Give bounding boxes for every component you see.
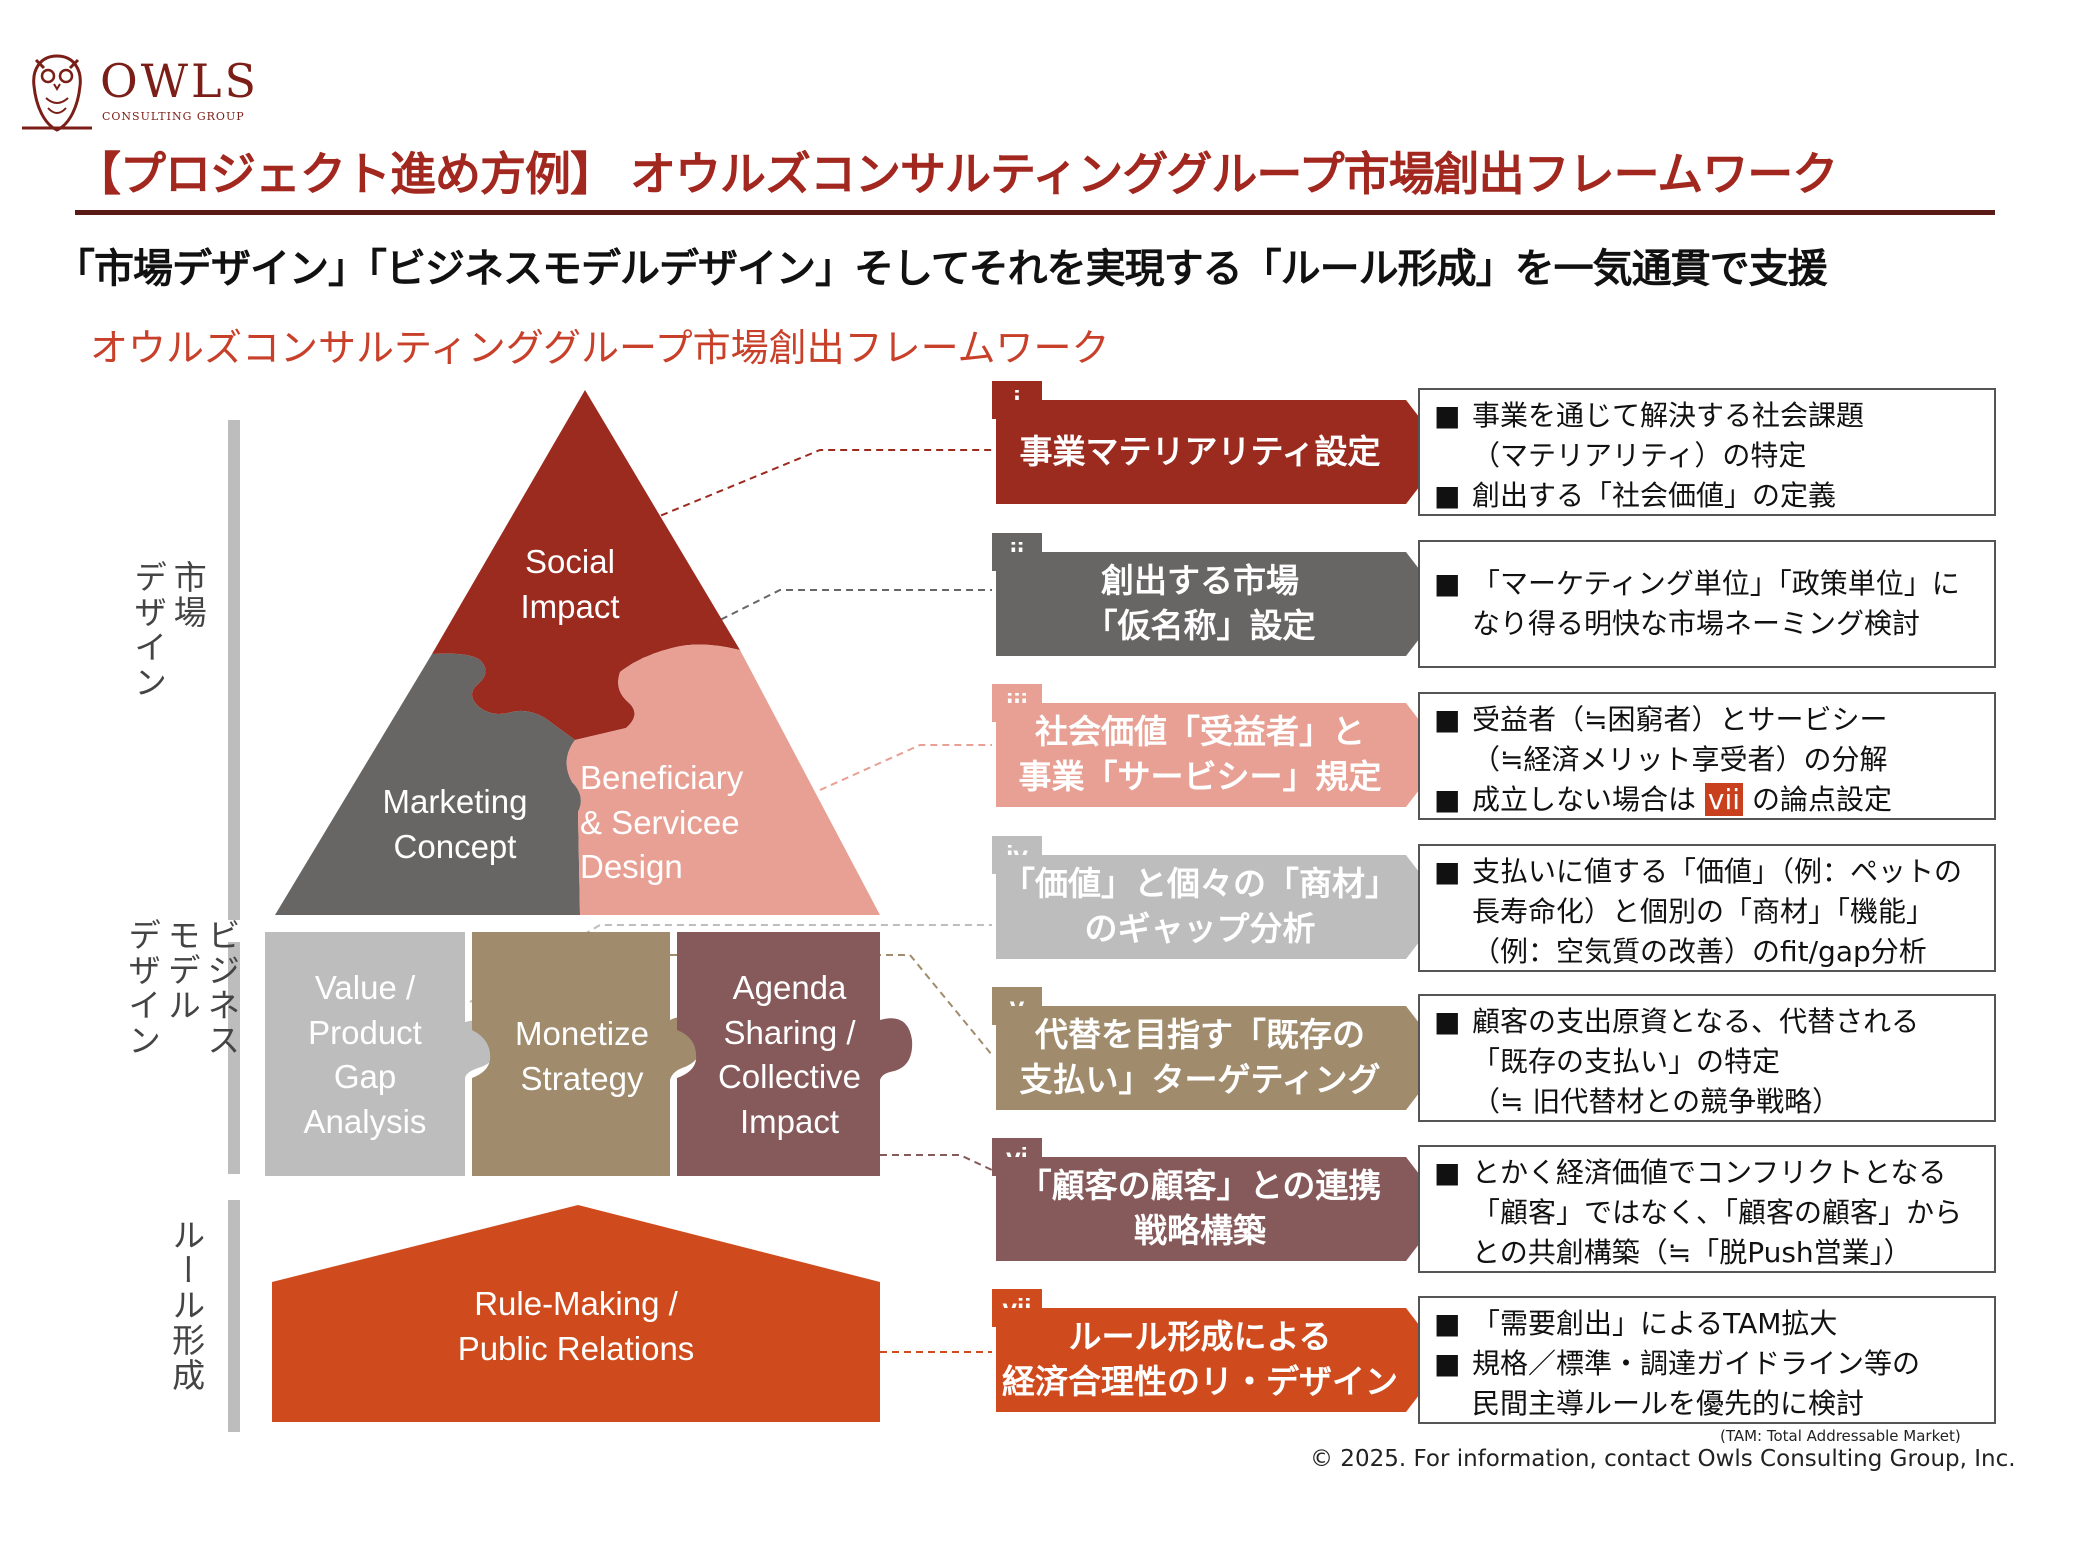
rule-design-bar <box>228 1200 240 1432</box>
step-box-ii: ■「マーケティング単位」「政策単位」に なり得る明快な市場ネーミング検討 <box>1418 540 1996 668</box>
connector-iii <box>819 744 992 791</box>
piece-rule-making <box>272 1205 880 1422</box>
connector-i <box>649 449 992 521</box>
label-rule-formation: ルール形成 <box>166 1218 206 1393</box>
list-item: ■とかく経済価値でコンフリクトとなる 「顧客」ではなく、「顧客の顧客」から との… <box>1434 1156 1963 1269</box>
page-subtitle: 「市場デザイン」「ビジネスモデルデザイン」そしてそれを実現する「ルール形成」を一… <box>55 246 1828 292</box>
step-arrow-iii <box>996 703 1446 807</box>
step-box-vii: ■「需要創出」によるTAM拡大 ■規格／標準・調達ガイドライン等の 民間主導ルー… <box>1418 1296 1996 1424</box>
tam-note: (TAM: Total Addressable Market) <box>1720 1427 1961 1445</box>
connector-vi <box>880 1154 993 1171</box>
list-item: ■受益者（≒困窮者）とサービシー （≒経済メリット享受者）の分解 <box>1434 703 1888 776</box>
step-label-ii: 創出する市場 「仮名称」設定 <box>1084 561 1316 645</box>
copyright-footer: © 2025. For information, contact Owls Co… <box>1310 1446 2016 1472</box>
marketing-concept-label: Marketing Concept <box>382 783 528 865</box>
business-design-bar <box>228 942 240 1174</box>
list-item: ■成立しない場合は vii の論点設定 <box>1434 782 1892 816</box>
step-arrow-i <box>996 400 1446 504</box>
step-arrow-ii <box>996 552 1446 656</box>
logo-subtext: CONSULTING GROUP <box>102 110 245 123</box>
rule-making-label: Rule-Making / Public Relations <box>457 1285 695 1367</box>
step-arrow-vii <box>996 1308 1446 1412</box>
step-box-i: ■事業を通じて解決する社会課題 （マテリアリティ）の特定 ■創出する「社会価値」… <box>1418 388 1996 516</box>
page-title: 【プロジェクト進め方例】 オウルズコンサルティンググループ市場創出フレームワーク <box>75 147 1838 201</box>
piece-social-impact <box>432 390 740 740</box>
social-impact-label: Social Impact <box>520 543 620 625</box>
connector-ii <box>559 589 992 701</box>
label-business-design: ビジネス モデル デザイン <box>122 918 241 1058</box>
title-divider <box>75 210 1995 215</box>
list-item: ■「需要創出」によるTAM拡大 <box>1434 1307 1838 1340</box>
list-item: ■顧客の支出原資となる、代替される 「既存の支払い」の特定 （≒ 旧代替材との競… <box>1434 1005 1920 1118</box>
piece-marketing-concept <box>275 653 581 915</box>
step-box-iv: ■支払いに値する「価値」（例：ペットの 長寿命化）と個別の「商材」「機能」 （例… <box>1418 844 1996 972</box>
list-item: ■規格／標準・調達ガイドライン等の 民間主導ルールを優先的に検討 <box>1434 1346 1921 1420</box>
step-label-iv: 「価値」と個々の「商材」 のギャップ分析 <box>1002 864 1398 948</box>
step-box-iii: ■受益者（≒困窮者）とサービシー （≒経済メリット享受者）の分解 ■成立しない場… <box>1418 692 1996 820</box>
step-label-vii: ルール形成による 経済合理性のリ・デザイン <box>1002 1317 1398 1401</box>
step-arrow-vi <box>996 1157 1446 1261</box>
step-box-v: ■顧客の支出原資となる、代替される 「既存の支払い」の特定 （≒ 旧代替材との競… <box>1418 994 1996 1122</box>
step-label-i: 事業マテリアリティ設定 <box>1019 431 1381 471</box>
piece-agenda <box>677 932 913 1176</box>
step-arrow-v <box>996 1006 1446 1110</box>
owl-logo <box>18 48 96 134</box>
piece-value-gap <box>265 932 497 1176</box>
value-gap-label: Value / Product Gap Analysis <box>303 969 427 1140</box>
list-item: ■事業を通じて解決する社会課題 （マテリアリティ）の特定 <box>1434 399 1865 472</box>
list-item: ■創出する「社会価値」の定義 <box>1434 478 1837 512</box>
list-item: ■「マーケティング単位」「政策単位」に なり得る明快な市場ネーミング検討 <box>1434 567 1960 640</box>
vii-reference-badge: vii <box>1704 782 1744 816</box>
list-item: ■支払いに値する「価値」（例：ペットの 長寿命化）と個別の「商材」「機能」 （例… <box>1434 855 1963 968</box>
logo-name: OWLS <box>100 54 260 108</box>
market-design-bar <box>228 420 240 920</box>
piece-monetize <box>472 932 702 1176</box>
step-label-v: 代替を目指す「既存の 支払い」ターゲティング <box>1019 1015 1381 1099</box>
step-arrow-iv <box>996 855 1446 959</box>
beneficiary-label: Beneficiary & Servicee Design <box>580 759 744 886</box>
framework-label: オウルズコンサルティンググループ市場創出フレームワーク <box>90 326 1110 370</box>
connector-v <box>670 954 993 1056</box>
label-market-design: 市場 デザイン <box>128 560 208 700</box>
piece-beneficiary <box>566 644 880 915</box>
step-label-vi: 「顧客の顧客」との連携 戦略構築 <box>1018 1166 1382 1250</box>
step-box-vi: ■とかく経済価値でコンフリクトとなる 「顧客」ではなく、「顧客の顧客」から との… <box>1418 1145 1996 1273</box>
step-label-iii: 社会価値「受益者」と 事業「サービシー」規定 <box>1018 712 1382 796</box>
monetize-label: Monetize Strategy <box>515 1015 649 1097</box>
agenda-label: Agenda Sharing / Collective Impact <box>717 969 862 1140</box>
